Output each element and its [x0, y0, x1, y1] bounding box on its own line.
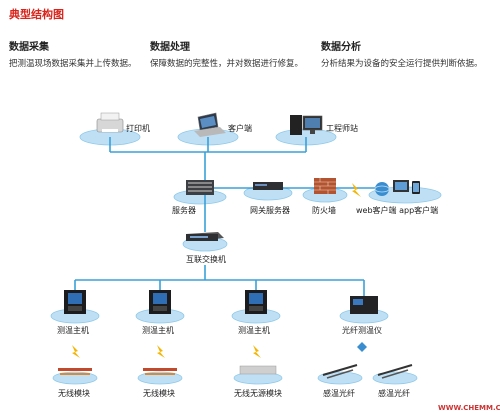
watermark: WWW.CHEMM.CN: [438, 404, 500, 412]
web-client-icon: [374, 180, 420, 196]
column-title-analysis: 数据分析: [321, 42, 361, 53]
column-desc-collection: 把测温现场数据采集并上传数据。: [9, 59, 137, 69]
wireless-module-1-icon: [52, 368, 98, 385]
connector-icon: [357, 342, 367, 352]
workstation-icon: [290, 115, 323, 135]
wireless2-label: 无线模块: [143, 388, 175, 398]
passive-module-label: 无线无源模块: [234, 388, 282, 398]
lightning-icon: [352, 183, 361, 197]
fiber-meter-icon: [350, 296, 378, 314]
workstation-label: 工程师站: [326, 123, 358, 133]
fiber-sensor-1-icon: [317, 364, 363, 385]
connection-lines: [74, 137, 380, 300]
fiber1-label: 感温光纤: [323, 388, 355, 398]
column-desc-processing: 保障数据的完整性，并对数据进行修复。: [150, 59, 304, 69]
column-desc-analysis: 分析结果为设备的安全运行提供判断依据。: [321, 59, 483, 69]
wireless-module-2-icon: [137, 368, 183, 385]
column-title-processing: 数据处理: [150, 42, 190, 53]
page-title: 典型结构图: [9, 8, 64, 21]
column-title-collection: 数据采集: [9, 42, 49, 53]
host2-icon: [149, 290, 171, 314]
host2-label: 测温主机: [142, 325, 174, 335]
wireless1-label: 无线模块: [58, 388, 90, 398]
switch-icon: [186, 232, 224, 241]
fiber-meter-label: 光纤测温仪: [342, 325, 382, 335]
server-label: 服务器: [172, 205, 196, 215]
gateway-label: 网关服务器: [250, 205, 290, 215]
server-icon: [186, 180, 214, 195]
gateway-server-icon: [253, 182, 283, 190]
client-label: 客户端: [228, 123, 252, 133]
passive-module-icon: [233, 365, 283, 385]
laptop-icon: [194, 112, 226, 137]
lightning-icon-3: [253, 345, 261, 358]
fiber2-label: 感温光纤: [378, 388, 410, 398]
printer-label: 打印机: [126, 123, 150, 133]
lightning-icon-2: [157, 345, 165, 358]
firewall-icon: [314, 178, 336, 194]
web-client-label: web客户端 app客户端: [356, 205, 438, 215]
host3-icon: [245, 290, 267, 314]
lightning-icon-1: [72, 345, 80, 358]
firewall-label: 防火墙: [312, 205, 336, 215]
switch-label: 互联交换机: [186, 254, 226, 264]
host3-label: 测温主机: [238, 325, 270, 335]
host1-label: 测温主机: [57, 325, 89, 335]
printer-icon: [96, 112, 124, 133]
host1-icon: [64, 290, 86, 314]
fiber-sensor-2-icon: [372, 364, 418, 385]
